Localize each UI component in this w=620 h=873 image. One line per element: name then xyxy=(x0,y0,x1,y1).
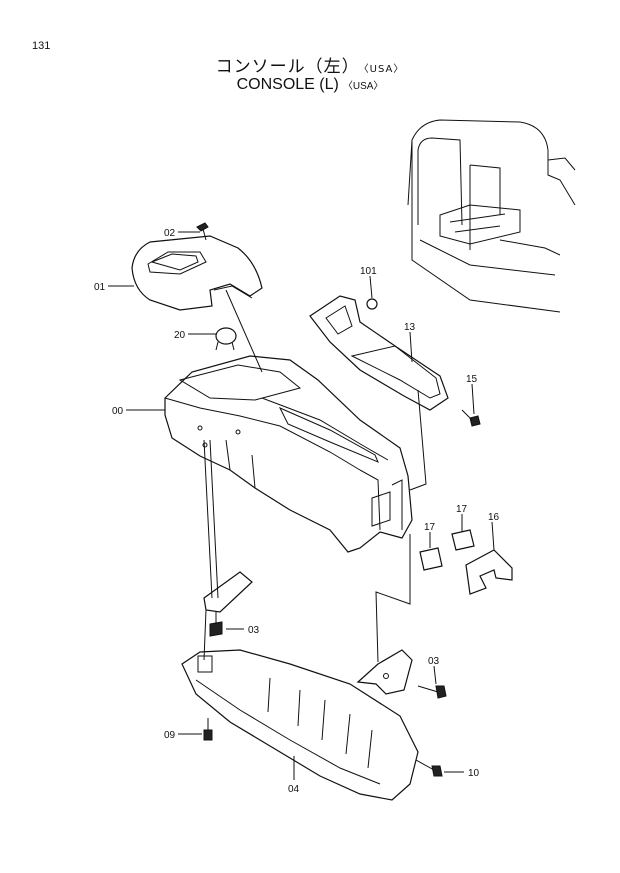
callout-15: 15 xyxy=(466,374,478,385)
callout-03-left: 03 xyxy=(248,625,260,636)
part-10-bolt xyxy=(415,759,443,777)
callout-16: 16 xyxy=(488,512,500,523)
cab-inset-drawing xyxy=(407,119,576,313)
title-jp-text: コンソール（左） xyxy=(215,57,360,77)
title-en-text: CONSOLE (L) xyxy=(236,76,339,93)
part-15-bolt xyxy=(461,409,481,427)
title-jp-suffix: 〈USA〉 xyxy=(363,64,405,75)
callout-04: 04 xyxy=(288,784,300,795)
callout-02: 02 xyxy=(164,228,176,239)
callout-labels: 02 01 20 00 101 13 15 17 17 16 03 03 09 … xyxy=(94,228,500,795)
callout-20: 20 xyxy=(174,330,186,341)
callout-09: 09 xyxy=(164,730,176,741)
callout-13: 13 xyxy=(404,322,416,333)
callout-01: 01 xyxy=(94,282,106,293)
leader-lines xyxy=(108,231,495,780)
bracket-left xyxy=(203,439,253,613)
callout-17-a: 17 xyxy=(424,522,436,533)
callout-101: 101 xyxy=(360,266,377,277)
title-japanese: コンソール（左）〈USA〉 xyxy=(0,52,620,77)
part-16-handle xyxy=(465,549,513,595)
part-09-bolt xyxy=(203,718,213,741)
part-00-console-body xyxy=(164,355,413,553)
callout-17-b: 17 xyxy=(456,504,468,515)
title-en-suffix: 〈USA〉 xyxy=(342,81,384,92)
callout-10: 10 xyxy=(468,768,480,779)
part-03-bolt-right xyxy=(417,685,447,699)
part-02-screw xyxy=(196,222,209,241)
part-13-panel xyxy=(309,295,449,411)
title-english: CONSOLE (L)〈USA〉 xyxy=(0,76,620,94)
assembly-guide-lines xyxy=(203,289,427,663)
callout-00: 00 xyxy=(112,406,124,417)
callout-03-right: 03 xyxy=(428,656,440,667)
bracket-right xyxy=(356,649,413,695)
part-17-pad-b xyxy=(451,529,475,551)
page-number: 131 xyxy=(32,40,51,52)
part-04-tray xyxy=(181,649,419,801)
part-01-cover xyxy=(131,235,263,311)
part-101-cap xyxy=(366,298,378,310)
part-17-pad-a xyxy=(419,547,443,571)
part-20-clamp xyxy=(215,327,237,351)
part-03-bolt-left xyxy=(209,612,223,637)
